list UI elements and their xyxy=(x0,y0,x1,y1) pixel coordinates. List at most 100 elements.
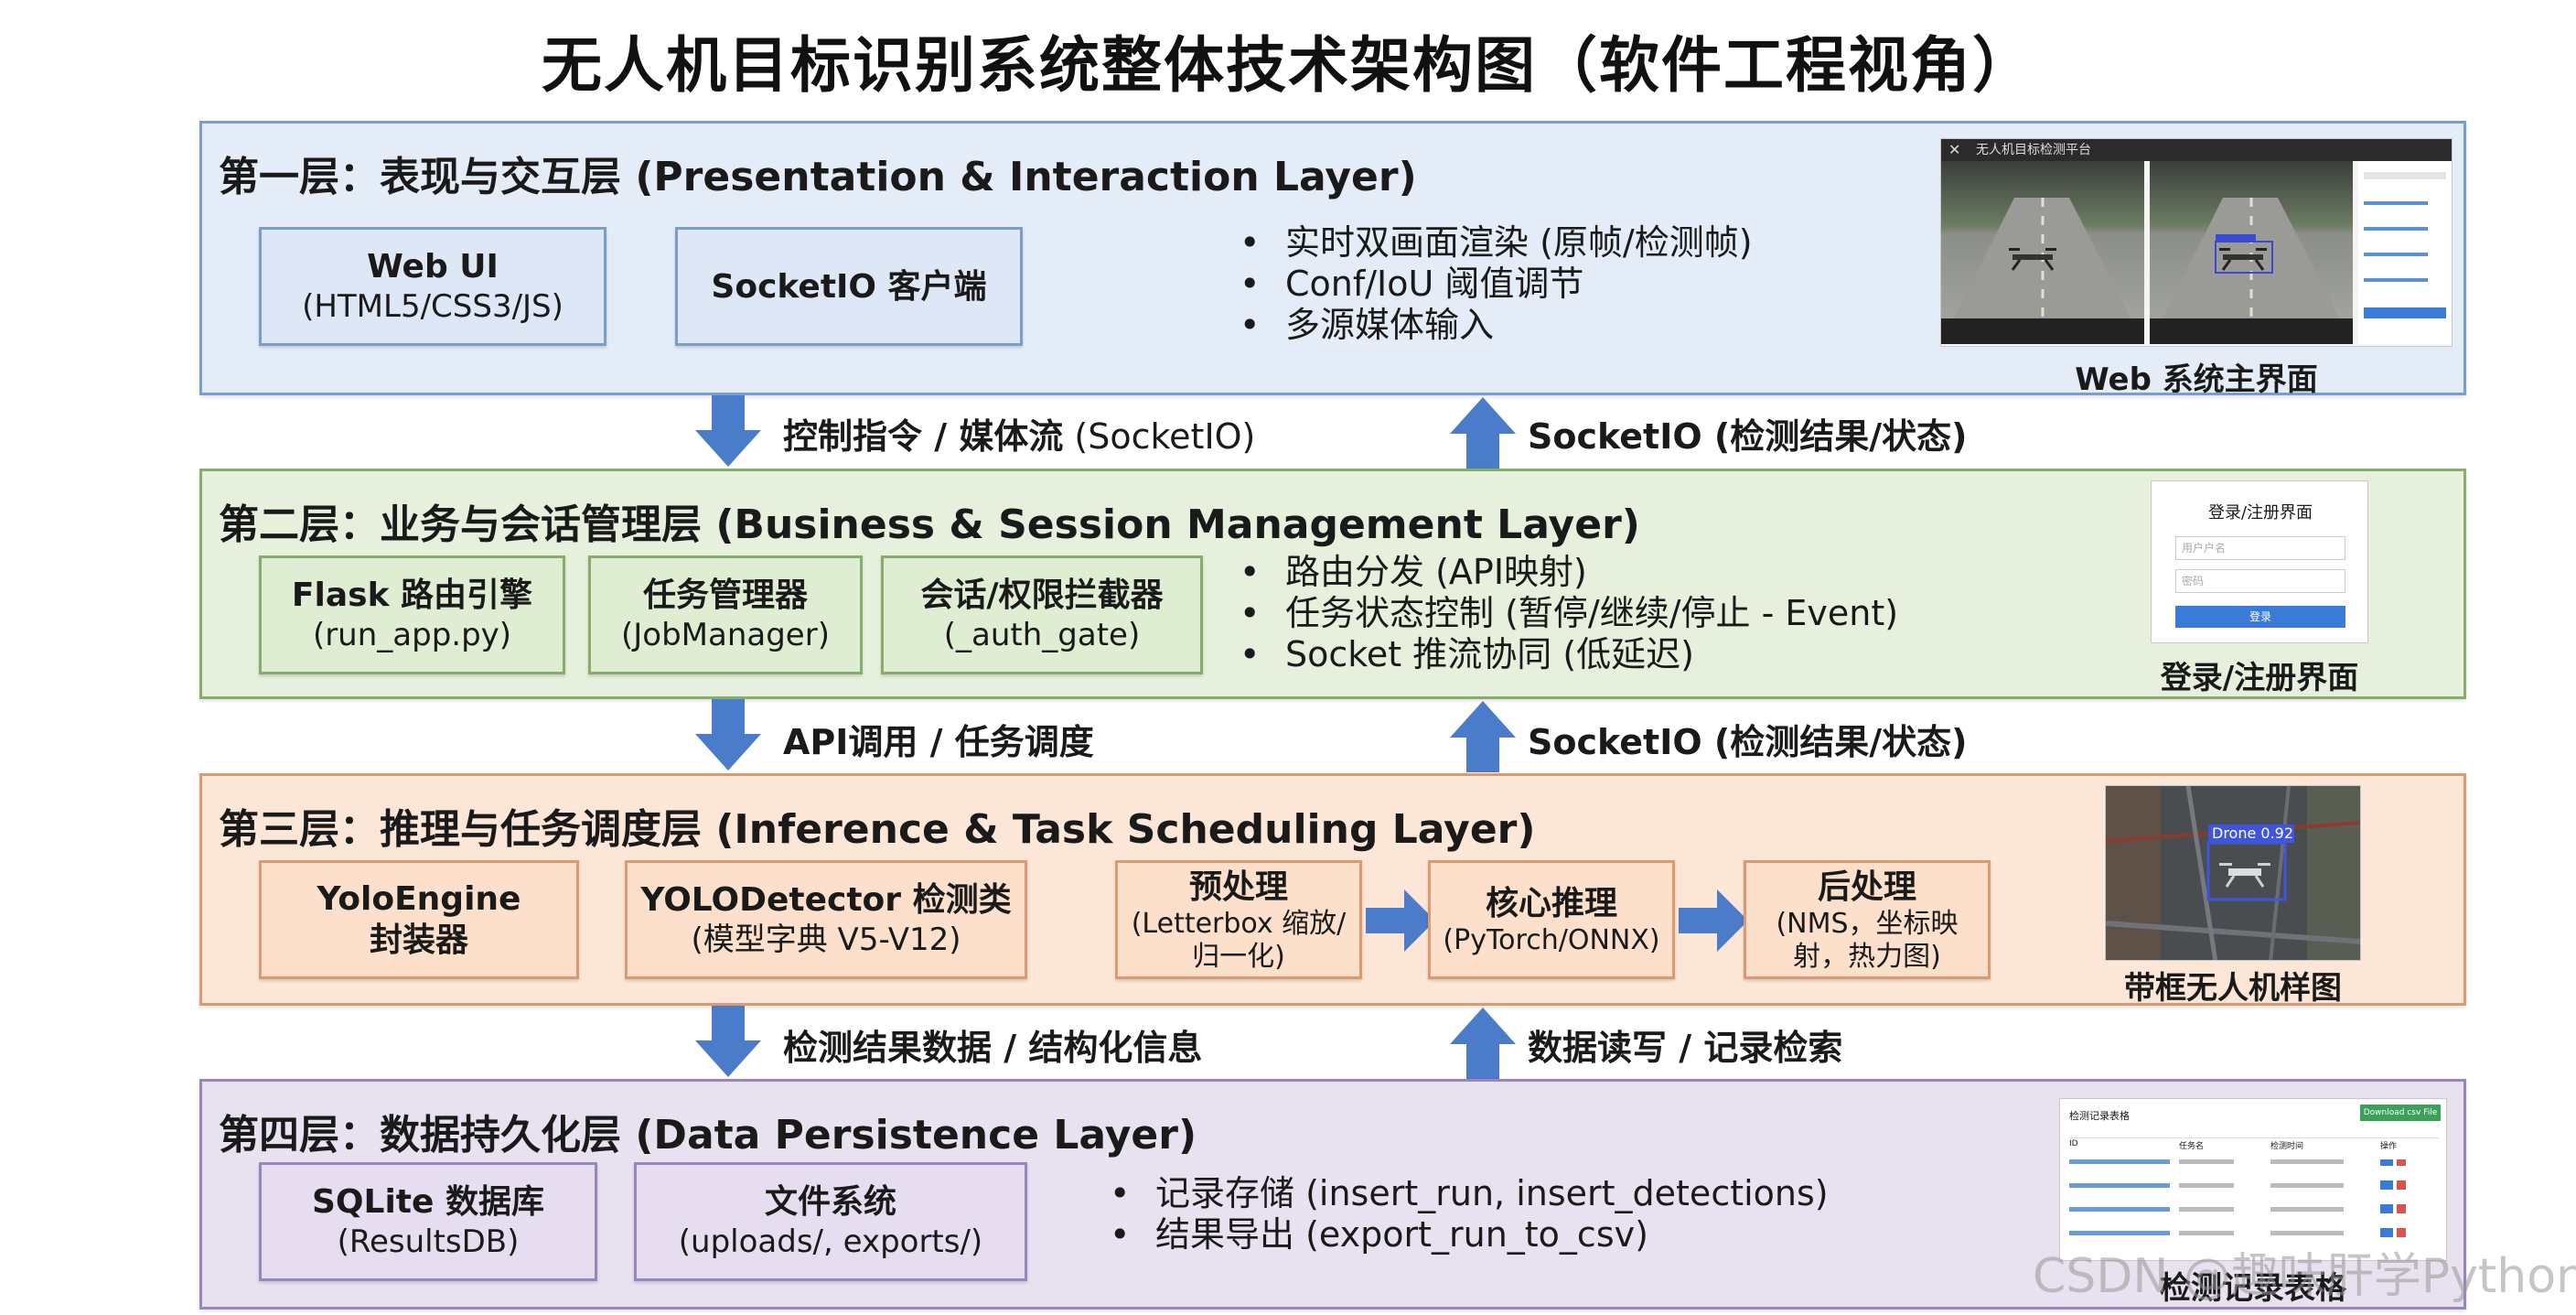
box-title: SocketIO 客户端 xyxy=(711,267,987,306)
box-subtitle: (HTML5/CSS3/JS) xyxy=(302,288,564,326)
web-ui-screenshot: ✕ 无人机目标检测平台 xyxy=(1940,138,2453,347)
bullet-item: 记录存储 (insert_run, insert_detections) xyxy=(1110,1173,1829,1214)
box-title: 会话/权限拦截器 xyxy=(920,577,1164,615)
arrow-down-1 xyxy=(695,395,761,467)
box-file-system: 文件系统 (uploads/, exports/) xyxy=(634,1162,1027,1281)
layer-title: 第一层：表现与交互层 (Presentation & Interaction L… xyxy=(219,154,1417,200)
box-subtitle: (ResultsDB) xyxy=(337,1223,520,1261)
layer-bullets: 实时双画面渲染 (原帧/检测帧) Conf/IoU 阈值调节 多源媒体输入 xyxy=(1240,222,1753,346)
box-title: 文件系统 xyxy=(764,1183,896,1222)
box-postprocess: 后处理 (NMS，坐标映射，热力图) xyxy=(1744,860,1991,979)
arrow-up-3-label: 数据读写 / 记录检索 xyxy=(1528,1019,1842,1070)
table-row xyxy=(2069,1159,2406,1166)
layer-presentation: 第一层：表现与交互层 (Presentation & Interaction L… xyxy=(199,121,2466,398)
arrow-down-3 xyxy=(695,1006,761,1077)
dual-view-panels xyxy=(1941,161,2452,344)
login-screenshot: 登录/注册界面 用户户名 密码 登录 xyxy=(2151,480,2368,643)
box-subtitle: (JobManager) xyxy=(621,617,830,654)
box-title: 任务管理器 xyxy=(642,577,808,615)
col-header-time: 检测时间 xyxy=(2270,1142,2304,1151)
box-subtitle: 封装器 xyxy=(369,922,468,959)
box-title: 核心推理 xyxy=(1485,884,1617,922)
detection-label: Drone 0.92 xyxy=(2212,825,2294,842)
arrow-down-2 xyxy=(695,699,761,771)
download-csv-button[interactable]: Download csv File xyxy=(2360,1105,2441,1121)
layer-title: 第二层：业务与会话管理层 (Business & Session Managem… xyxy=(219,501,1640,548)
close-icon: ✕ xyxy=(1948,141,1961,158)
records-heading: 检测记录表格 xyxy=(2069,1110,2130,1122)
box-subtitle: (_auth_gate) xyxy=(943,617,1141,654)
box-subtitle: (NMS，坐标映射，热力图) xyxy=(1776,907,1959,973)
drone-sample-image: Drone 0.92 xyxy=(2105,785,2361,961)
bullet-item: 路由分发 (API映射) xyxy=(1240,552,1898,593)
arrow-up-2-label: SocketIO (检测结果/状态) xyxy=(1528,714,1967,764)
screenshot-caption: 带框无人机样图 xyxy=(2124,970,2342,1007)
box-socketio-client: SocketIO 客户端 xyxy=(675,227,1023,346)
box-core-inference: 核心推理 (PyTorch/ONNX) xyxy=(1428,860,1675,979)
arrow-up-2 xyxy=(1450,701,1516,772)
bullet-item: 结果导出 (export_run_to_csv) xyxy=(1110,1214,1829,1256)
screenshot-caption: Web 系统主界面 xyxy=(2075,361,2318,398)
box-title: YoloEngine xyxy=(317,880,521,918)
label-bold: SocketIO xyxy=(1528,416,1702,457)
layer-title: 第三层：推理与任务调度层 (Inference & Task Schedulin… xyxy=(219,806,1536,853)
screenshot-caption: 检测记录表格 xyxy=(2160,1270,2346,1307)
username-field[interactable]: 用户户名 xyxy=(2175,536,2345,560)
layer-title: 第四层：数据持久化层 (Data Persistence Layer) xyxy=(219,1112,1197,1159)
box-preprocess: 预处理 (Letterbox 缩放/归一化) xyxy=(1115,860,1362,979)
table-row xyxy=(2069,1204,2406,1213)
box-sqlite: SQLite 数据库 (ResultsDB) xyxy=(259,1162,597,1281)
box-web-ui: Web UI (HTML5/CSS3/JS) xyxy=(259,227,606,346)
login-button[interactable]: 登录 xyxy=(2175,606,2345,628)
csdn-watermark: CSDN @趣味肝学Python xyxy=(2033,1249,2576,1304)
box-job-manager: 任务管理器 (JobManager) xyxy=(588,555,863,674)
box-auth-gate: 会话/权限拦截器 (_auth_gate) xyxy=(881,555,1203,674)
layer-bullets: 记录存储 (insert_run, insert_detections) 结果导… xyxy=(1110,1173,1829,1256)
screenshot-window-title: 无人机目标检测平台 xyxy=(1976,143,2091,157)
arrow-down-2-label: API调用 / 任务调度 xyxy=(783,714,1094,764)
label-bold: 控制指令 / 媒体流 xyxy=(783,416,1064,457)
box-subtitle: (Letterbox 缩放/归一化) xyxy=(1131,907,1347,973)
label-rest: (检测结果/状态) xyxy=(1701,722,1968,762)
box-subtitle: (run_app.py) xyxy=(312,617,512,654)
table-row xyxy=(2069,1228,2406,1237)
bullet-item: 实时双画面渲染 (原帧/检测帧) xyxy=(1240,222,1753,264)
arrow-right-2 xyxy=(1679,889,1748,952)
label-rest: (检测结果/状态) xyxy=(1701,416,1968,457)
arrow-down-1-label: 控制指令 / 媒体流 (SocketIO) xyxy=(783,408,1255,458)
drone-scene xyxy=(2106,786,2360,960)
arrow-up-1 xyxy=(1450,397,1516,469)
box-flask-router: Flask 路由引擎 (run_app.py) xyxy=(259,555,565,674)
layer-persistence: 第四层：数据持久化层 (Data Persistence Layer) SQLi… xyxy=(199,1079,2466,1310)
layer-inference: 第三层：推理与任务调度层 (Inference & Task Schedulin… xyxy=(199,773,2466,1007)
arrow-down-3-label: 检测结果数据 / 结构化信息 xyxy=(783,1019,1202,1070)
box-title: Web UI xyxy=(367,248,499,286)
label-bold: 检测结果数据 / 结构化信息 xyxy=(783,1028,1203,1068)
box-title: Flask 路由引擎 xyxy=(291,577,533,615)
bullet-item: 任务状态控制 (暂停/继续/停止 - Event) xyxy=(1240,593,1898,634)
password-field[interactable]: 密码 xyxy=(2175,569,2345,593)
login-heading: 登录/注册界面 xyxy=(2207,503,2313,523)
box-subtitle: (PyTorch/ONNX) xyxy=(1443,923,1660,956)
col-header-id: ID xyxy=(2069,1139,2078,1148)
bullet-item: Conf/IoU 阈值调节 xyxy=(1240,264,1753,305)
label-bold: 数据读写 / 记录检索 xyxy=(1528,1028,1843,1068)
box-subtitle: (uploads/, exports/) xyxy=(678,1223,983,1261)
screenshot-caption: 登录/注册界面 xyxy=(2160,660,2359,696)
arrow-right-1 xyxy=(1366,889,1435,952)
layer-business: 第二层：业务与会话管理层 (Business & Session Managem… xyxy=(199,469,2466,699)
bullet-item: 多源媒体输入 xyxy=(1240,305,1753,346)
layer-bullets: 路由分发 (API映射) 任务状态控制 (暂停/继续/停止 - Event) S… xyxy=(1240,552,1898,675)
arrow-up-3 xyxy=(1450,1008,1516,1079)
box-yolo-engine: YoloEngine 封装器 xyxy=(259,860,579,979)
table-rows xyxy=(2069,1159,2406,1237)
arrow-up-1-label: SocketIO (检测结果/状态) xyxy=(1528,408,1967,458)
diagram-title: 无人机目标识别系统整体技术架构图（软件工程视角） xyxy=(542,30,2034,101)
box-subtitle: (模型字典 V5-V12) xyxy=(691,922,961,959)
label-bold: SocketIO xyxy=(1528,722,1702,762)
col-header-task: 任务名 xyxy=(2179,1142,2205,1151)
table-row xyxy=(2069,1180,2406,1190)
box-title: 后处理 xyxy=(1817,868,1916,906)
box-title: 预处理 xyxy=(1188,868,1288,906)
records-table-screenshot: 检测记录表格 Download csv File ID 任务名 检测时间 操作 xyxy=(2059,1098,2447,1261)
